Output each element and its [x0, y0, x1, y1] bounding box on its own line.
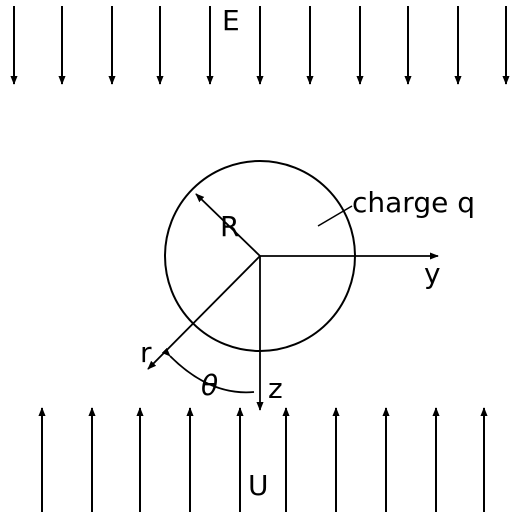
flow-arrows: [38, 407, 488, 512]
electric-field-arrows: [10, 6, 510, 85]
theta-arc: [161, 347, 255, 394]
field-label-e: E: [222, 4, 240, 37]
z-axis-label: z: [268, 372, 283, 405]
y-axis-label: y: [424, 257, 441, 290]
radial-line: [147, 255, 261, 370]
flow-label-u: U: [248, 469, 269, 502]
radial-label: r: [140, 336, 152, 369]
theta-label: θ: [201, 369, 218, 402]
radius-label: R: [220, 210, 239, 243]
charge-label: charge q: [352, 186, 475, 219]
charge-leader-line: [317, 205, 353, 227]
radius-arrow: [195, 193, 261, 257]
